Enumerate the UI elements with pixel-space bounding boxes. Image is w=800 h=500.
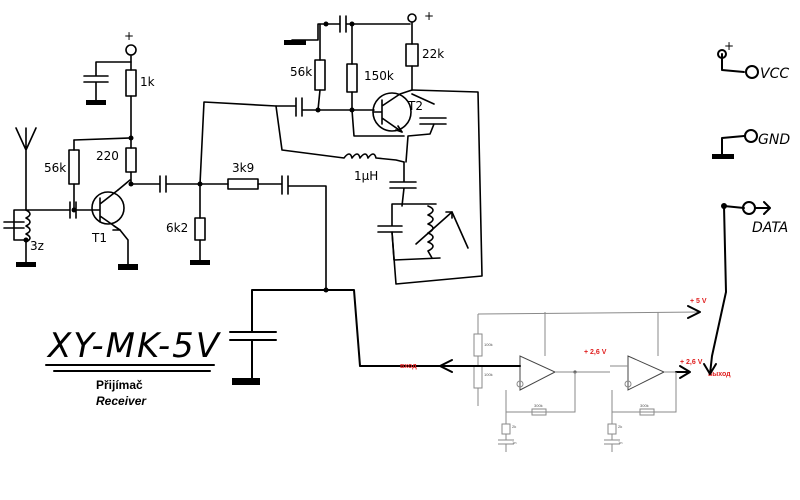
svg-text:вход: вход bbox=[400, 363, 417, 370]
tank-circuit bbox=[377, 161, 469, 261]
cap-ce-t2 bbox=[405, 93, 447, 163]
svg-text:+: + bbox=[424, 9, 434, 23]
caption-en: Receiver bbox=[96, 394, 147, 408]
svg-text:56k: 56k bbox=[44, 161, 66, 175]
svg-text:220: 220 bbox=[96, 149, 119, 163]
pin-data: DATA bbox=[703, 201, 788, 375]
svg-text:2k: 2k bbox=[618, 424, 622, 429]
svg-text:22k: 22k bbox=[422, 47, 444, 61]
crystal-label: 3z bbox=[30, 239, 44, 253]
resistor-1k: 1k + bbox=[124, 29, 155, 139]
svg-text:1μH: 1μH bbox=[354, 169, 378, 183]
svg-text:DATA: DATA bbox=[752, 220, 788, 236]
pin-vcc: + VCC bbox=[717, 39, 789, 82]
pin-gnd: GND bbox=[712, 129, 790, 159]
svg-text:6k2: 6k2 bbox=[166, 221, 188, 235]
svg-text:T1: T1 bbox=[91, 231, 107, 245]
svg-text:T2: T2 bbox=[407, 99, 423, 113]
antenna bbox=[15, 127, 37, 211]
resistor-56k-left: 56k bbox=[44, 139, 80, 213]
svg-text:+ 2,6 V: + 2,6 V bbox=[584, 349, 607, 356]
resistor-150k: 150k bbox=[346, 23, 394, 111]
inductor-1uH: 1μH bbox=[275, 105, 405, 183]
resistor-3k9: 3k9 bbox=[199, 161, 327, 291]
svg-text:+ 2,6 V: + 2,6 V bbox=[680, 359, 703, 366]
output-filter-cap bbox=[229, 287, 329, 385]
decoupling-cap-1 bbox=[83, 61, 132, 105]
svg-text:300k: 300k bbox=[534, 403, 543, 408]
resistor-22k: 22k + bbox=[405, 9, 444, 91]
svg-text:3k9: 3k9 bbox=[232, 161, 254, 175]
resistor-56k-top: 56k bbox=[290, 23, 326, 111]
svg-text:1n: 1n bbox=[618, 440, 622, 445]
comparator-section: + 5 V 100k 100k 300k 2k 1n + 2,6 V + 2,6… bbox=[400, 298, 731, 452]
module-title: XY-MK-5V bbox=[46, 326, 222, 366]
svg-text:GND: GND bbox=[758, 132, 790, 148]
svg-text:100k: 100k bbox=[484, 342, 493, 347]
top-bypass-cap bbox=[284, 15, 411, 45]
resistor-6k2: 6k2 bbox=[166, 183, 210, 265]
caption-cz: Přijímač bbox=[96, 378, 143, 392]
input-tank: 3z bbox=[3, 209, 44, 267]
svg-text:56k: 56k bbox=[290, 65, 312, 79]
svg-text:2k: 2k bbox=[512, 424, 516, 429]
svg-text:+ 5 V: + 5 V bbox=[690, 298, 707, 305]
resistor-220: 220 bbox=[96, 139, 137, 187]
svg-text:150k: 150k bbox=[364, 69, 394, 83]
svg-text:300k: 300k bbox=[640, 403, 649, 408]
svg-text:+: + bbox=[724, 39, 734, 53]
svg-text:1n: 1n bbox=[512, 440, 516, 445]
svg-text:1k: 1k bbox=[140, 75, 155, 89]
svg-text:+: + bbox=[124, 29, 134, 43]
svg-text:VCC: VCC bbox=[760, 66, 789, 82]
transistor-t2: T2 bbox=[372, 89, 423, 133]
svg-text:выход: выход bbox=[708, 371, 731, 378]
transistor-t1: T1 bbox=[91, 189, 125, 245]
svg-text:100k: 100k bbox=[484, 372, 493, 377]
